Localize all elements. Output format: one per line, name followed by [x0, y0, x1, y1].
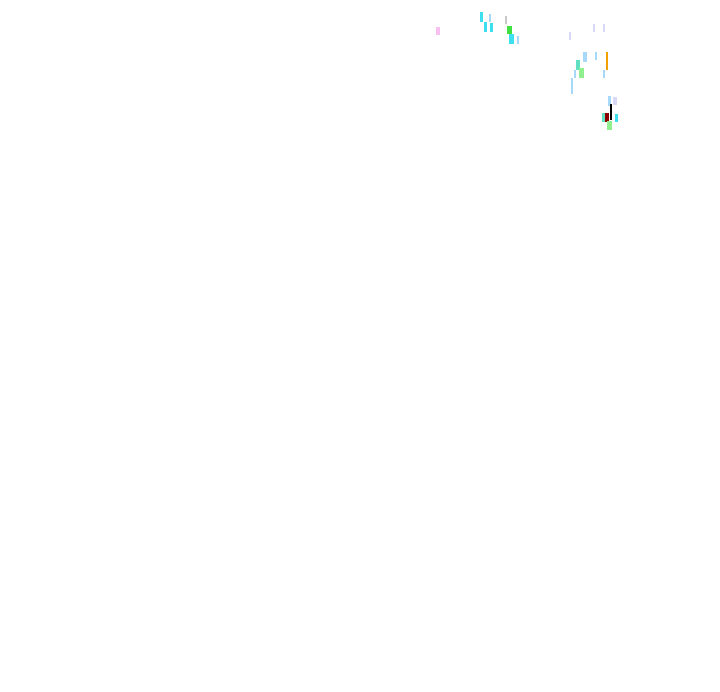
color-streak-10 — [569, 32, 571, 40]
color-streak-20 — [571, 78, 573, 94]
color-streak-17 — [579, 68, 584, 78]
color-streak-8 — [509, 34, 514, 44]
color-streak-9 — [517, 36, 519, 44]
color-streak-3 — [484, 22, 487, 32]
color-streak-7 — [507, 26, 512, 34]
color-streak-13 — [583, 52, 587, 62]
color-streak-26 — [615, 114, 618, 122]
color-streak-23 — [610, 104, 612, 120]
color-streak-15 — [606, 52, 608, 70]
color-streak-24 — [605, 113, 609, 122]
color-streak-5 — [490, 23, 493, 32]
color-streak-27 — [607, 121, 612, 130]
color-streak-18 — [574, 70, 576, 78]
color-streak-22 — [613, 97, 617, 105]
color-streak-12 — [603, 24, 605, 32]
color-streak-1 — [436, 27, 440, 35]
color-streak-19 — [603, 70, 605, 78]
color-streak-14 — [595, 52, 597, 60]
color-streak-25 — [602, 113, 605, 122]
color-streak-4 — [489, 14, 491, 22]
color-streak-21 — [608, 96, 611, 106]
color-streak-6 — [505, 16, 507, 24]
color-streak-2 — [480, 12, 483, 22]
color-streak-16 — [576, 60, 580, 70]
color-streak-11 — [593, 24, 595, 32]
